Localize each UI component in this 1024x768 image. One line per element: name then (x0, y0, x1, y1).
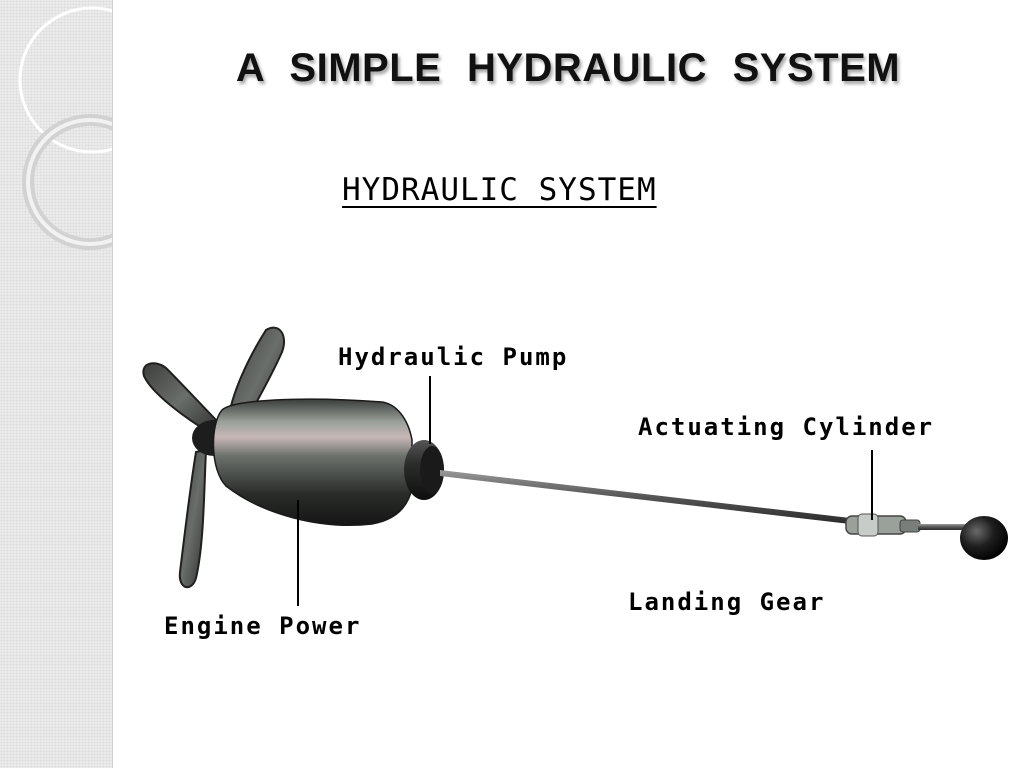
label-engine-power: Engine Power (164, 612, 362, 640)
label-hydraulic-pump: Hydraulic Pump (338, 343, 569, 371)
landing-wheel-icon (960, 516, 1008, 560)
label-actuating-cylinder: Actuating Cylinder (638, 413, 935, 441)
diagram-heading: HYDRAULIC SYSTEM (342, 172, 657, 208)
actuating-cylinder-icon (845, 513, 966, 537)
slide-title: A SIMPLE HYDRAULIC SYSTEM (235, 46, 901, 90)
decorative-rings-icon (18, 6, 112, 250)
label-landing-gear: Landing Gear (628, 588, 826, 616)
pump-housing-icon (212, 398, 444, 526)
hydraulic-line (440, 470, 850, 524)
decorative-side-band (0, 0, 113, 768)
